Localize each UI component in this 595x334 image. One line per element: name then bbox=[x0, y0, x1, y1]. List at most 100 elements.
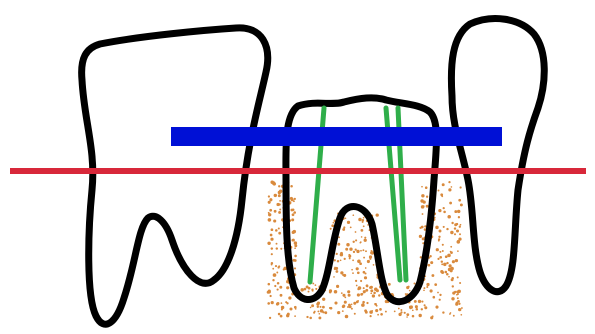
red-line bbox=[10, 168, 586, 174]
bone-stipple-dot bbox=[373, 264, 375, 266]
bone-stipple-dot bbox=[446, 228, 448, 230]
bone-stipple-dot bbox=[291, 218, 294, 221]
bone-stipple-dot bbox=[334, 259, 336, 261]
bone-stipple-dot bbox=[290, 209, 293, 212]
bone-stipple-dot bbox=[441, 260, 443, 262]
bone-stipple-dot bbox=[342, 294, 345, 297]
bone-stipple-dot bbox=[406, 316, 408, 318]
bone-stipple-dot bbox=[357, 300, 359, 302]
bone-stipple-dot bbox=[414, 300, 417, 303]
bone-stipple-dot bbox=[271, 228, 274, 231]
bone-stipple-dot bbox=[334, 268, 336, 270]
bone-stipple-dot bbox=[351, 303, 353, 305]
bone-stipple-dot bbox=[448, 188, 451, 191]
bone-stipple-dot bbox=[293, 211, 296, 214]
bone-stipple-dot bbox=[348, 254, 350, 256]
bone-stipple-dot bbox=[351, 269, 353, 271]
bone-stipple-dot bbox=[355, 239, 357, 241]
bone-stipple-dot bbox=[439, 230, 442, 233]
bone-stipple-dot bbox=[355, 231, 357, 233]
bone-stipple-dot bbox=[342, 305, 345, 308]
bone-stipple-dot bbox=[454, 223, 457, 226]
bone-stipple-dot bbox=[289, 307, 292, 310]
bone-stipple-dot bbox=[278, 313, 281, 316]
bone-stipple-dot bbox=[398, 308, 400, 310]
bone-stipple-dot bbox=[446, 273, 449, 276]
bone-stipple-dot bbox=[366, 285, 368, 287]
bone-stipple-dot bbox=[357, 271, 360, 274]
bone-stipple-dot bbox=[359, 262, 362, 265]
bone-stipple-dot bbox=[345, 315, 349, 319]
bone-stipple-dot bbox=[433, 296, 436, 299]
bone-stipple-dot bbox=[451, 277, 454, 280]
bone-stipple-dot bbox=[426, 205, 429, 208]
bone-stipple-dot bbox=[452, 260, 455, 263]
bone-stipple-dot bbox=[346, 243, 349, 246]
bone-stipple-dot bbox=[275, 229, 278, 232]
bone-stipple-dot bbox=[454, 233, 456, 235]
bone-stipple-dot bbox=[270, 198, 273, 201]
bone-stipple-dot bbox=[440, 193, 443, 196]
bone-stipple-dot bbox=[268, 218, 272, 222]
bone-stipple-dot bbox=[460, 203, 463, 206]
bone-stipple-dot bbox=[322, 306, 325, 309]
bone-stipple-dot bbox=[370, 315, 372, 317]
bone-stipple-dot bbox=[372, 294, 375, 297]
bone-stipple-dot bbox=[439, 294, 441, 296]
bone-stipple-dot bbox=[365, 250, 367, 252]
bone-stipple-dot bbox=[269, 209, 272, 212]
bone-stipple-dot bbox=[272, 268, 274, 270]
bone-stipple-dot bbox=[363, 287, 365, 289]
bone-stipple-dot bbox=[267, 242, 270, 245]
bone-stipple-dot bbox=[360, 280, 362, 282]
bone-stipple-dot bbox=[448, 181, 450, 183]
bone-stipple-dot bbox=[442, 244, 444, 246]
bone-stipple-dot bbox=[322, 298, 325, 301]
bone-stipple-dot bbox=[450, 231, 453, 234]
bone-stipple-dot bbox=[271, 247, 273, 249]
bone-stipple-dot bbox=[317, 310, 319, 312]
bone-stipple-dot bbox=[445, 271, 448, 274]
bone-stipple-dot bbox=[362, 301, 365, 304]
bone-stipple-dot bbox=[400, 311, 402, 313]
bone-stipple-dot bbox=[371, 250, 373, 252]
bone-stipple-dot bbox=[357, 293, 360, 296]
bone-stipple-dot bbox=[278, 227, 280, 229]
bone-stipple-dot bbox=[349, 257, 351, 259]
bone-stipple-dot bbox=[280, 294, 283, 297]
bone-stipple-dot bbox=[400, 309, 402, 311]
bone-stipple-dot bbox=[317, 306, 319, 308]
bone-stipple-dot bbox=[362, 249, 364, 251]
bone-stipple-dot bbox=[277, 282, 280, 285]
bone-stipple-dot bbox=[271, 264, 273, 266]
bone-stipple-dot bbox=[294, 247, 296, 249]
bone-stipple-dot bbox=[324, 311, 327, 314]
bone-stipple-dot bbox=[376, 289, 379, 292]
bone-stipple-dot bbox=[412, 315, 415, 318]
bone-stipple-dot bbox=[308, 287, 311, 290]
bone-stipple-dot bbox=[459, 186, 461, 188]
bone-stipple-dot bbox=[279, 286, 282, 289]
bone-stipple-dot bbox=[421, 194, 424, 197]
bone-stipple-dot bbox=[295, 308, 297, 310]
bone-stipple-dot bbox=[439, 256, 442, 259]
bone-stipple-dot bbox=[336, 253, 338, 255]
bone-stipple-dot bbox=[312, 283, 314, 285]
bone-stipple-dot bbox=[443, 207, 445, 209]
bone-stipple-dot bbox=[268, 195, 270, 197]
bone-stipple-dot bbox=[458, 199, 461, 202]
bone-stipple-dot bbox=[352, 272, 354, 274]
bone-stipple-dot bbox=[413, 282, 415, 284]
bone-stipple-dot bbox=[419, 314, 422, 317]
bone-stipple-dot bbox=[310, 307, 312, 309]
bone-stipple-dot bbox=[280, 248, 282, 250]
bone-stipple-dot bbox=[394, 311, 396, 313]
blue-bar bbox=[171, 127, 502, 146]
bone-stipple-dot bbox=[458, 216, 460, 218]
bone-stipple-dot bbox=[369, 255, 372, 258]
bone-stipple-dot bbox=[340, 259, 342, 261]
bone-stipple-dot bbox=[279, 209, 281, 211]
bone-stipple-dot bbox=[443, 211, 446, 214]
bone-stipple-dot bbox=[375, 309, 378, 312]
